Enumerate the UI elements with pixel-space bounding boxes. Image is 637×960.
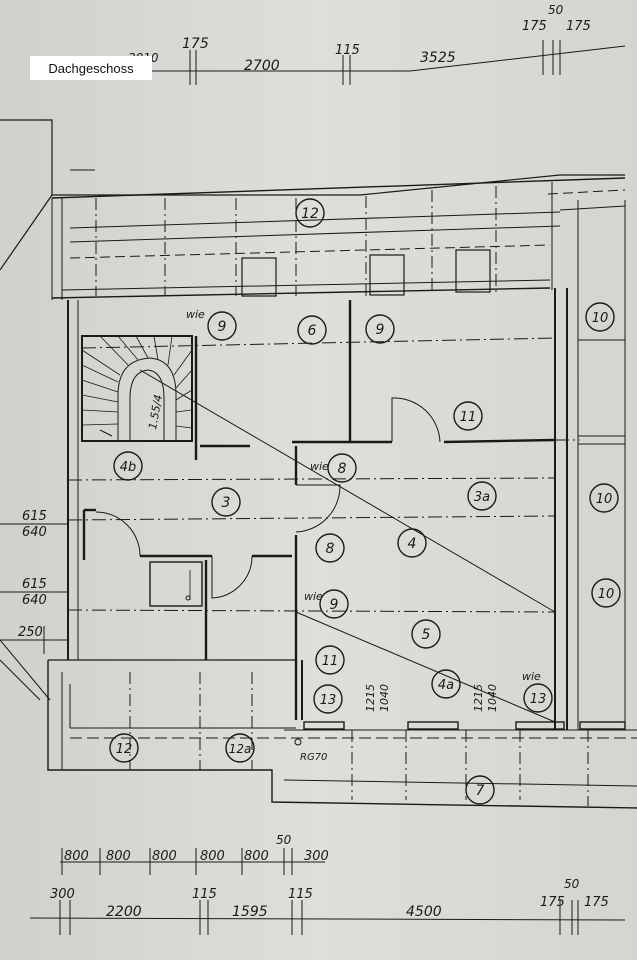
marker-4: 4: [408, 536, 417, 552]
dim-left-b: 640: [22, 525, 47, 540]
dim-bottom1-0: 800: [64, 849, 89, 864]
marker-12a: 12a: [229, 742, 252, 756]
marker-6: 6: [308, 323, 317, 339]
marker-8-b: 8: [326, 541, 335, 557]
marker-13-a: 13: [320, 693, 337, 708]
wie-label-4: wie: [522, 670, 541, 683]
dim-bottom1-2: 800: [152, 849, 177, 864]
marker-9-b: 9: [376, 322, 385, 338]
marker-9-a: 9: [218, 319, 227, 335]
wie-label-3: wie: [304, 590, 323, 603]
marker-4b: 4b: [120, 460, 137, 475]
marker-4a: 4a: [438, 678, 454, 693]
floor-title-text: Dachgeschoss: [48, 60, 134, 76]
dim-bottom2-f: 4500: [406, 904, 442, 920]
dim-bottom1-5: 300: [304, 849, 329, 864]
dim-bottom2-e: 115: [288, 887, 313, 902]
top-roof-band: [51, 177, 626, 300]
dim-top-g: 175: [566, 19, 591, 34]
dim-top-e: 50: [548, 3, 564, 17]
dim-bottom2-i: 175: [584, 895, 609, 910]
floor-title-label: Dachgeschoss: [30, 56, 152, 80]
dim-bottom2-c: 115: [192, 887, 217, 902]
dim-bottom1-3: 800: [200, 849, 225, 864]
dim-bottom2-b: 2200: [106, 904, 142, 920]
door-swings: [95, 397, 441, 599]
marker-13-b: 13: [530, 692, 547, 707]
dim-bottom2-g: 50: [564, 877, 580, 891]
dim-left-c: 615: [22, 577, 47, 592]
dim-bottom1-extra: 50: [276, 833, 292, 847]
dimension-chains: [0, 40, 626, 935]
dim-inner-b: 1040: [378, 684, 391, 712]
wie-label-1: wie: [186, 308, 205, 321]
marker-8-a: 8: [338, 461, 347, 477]
marker-12-top: 12: [301, 206, 319, 222]
rg-label: RG70: [300, 752, 327, 763]
dim-bottom2-h: 175: [540, 895, 565, 910]
roof-outline: [0, 119, 625, 701]
marker-9-c: 9: [330, 597, 339, 613]
dim-inner-a: 1215: [364, 684, 377, 712]
dim-left-e: 250: [18, 625, 43, 640]
dim-top-d: 3525: [420, 50, 456, 66]
marker-11-a: 11: [460, 410, 477, 425]
marker-10-c: 10: [598, 587, 615, 602]
grid-axes: [67, 337, 580, 613]
dim-bottom1-1: 800: [106, 849, 131, 864]
stair-label: 1.55/4: [146, 394, 165, 431]
dim-left-d: 640: [22, 593, 47, 608]
position-markers: 12 9 6 9 10 11 4b 8 3 3a 10 4 8 10 9 5 1…: [109, 198, 621, 805]
dim-inner-c: 1215: [472, 684, 485, 712]
marker-5: 5: [422, 627, 431, 643]
diagonal-lines: [139, 369, 556, 723]
dim-top-f: 175: [522, 19, 547, 34]
bottom-roof-band: [47, 659, 637, 809]
wie-label-2: wie: [310, 460, 329, 473]
dim-bottom2-a: 300: [50, 887, 75, 902]
interior-walls: [82, 300, 556, 720]
marker-7: 7: [476, 783, 485, 799]
marker-3a: 3a: [474, 490, 490, 505]
marker-3: 3: [222, 495, 231, 511]
exterior-walls: [67, 200, 626, 730]
dim-inner-d: 1040: [486, 684, 499, 712]
dim-left-a: 615: [22, 509, 47, 524]
dim-top-c: 115: [335, 43, 360, 58]
marker-10-a: 10: [592, 311, 609, 326]
marker-12-bottom: 12: [116, 742, 133, 757]
dim-top-a: 175: [182, 36, 209, 52]
dim-bottom2-d: 1595: [232, 904, 268, 920]
staircase: [81, 335, 193, 442]
dim-bottom1-4: 800: [244, 849, 269, 864]
marker-11-b: 11: [322, 654, 339, 669]
dim-top-b: 2700: [244, 58, 280, 74]
marker-10-b: 10: [596, 492, 613, 507]
